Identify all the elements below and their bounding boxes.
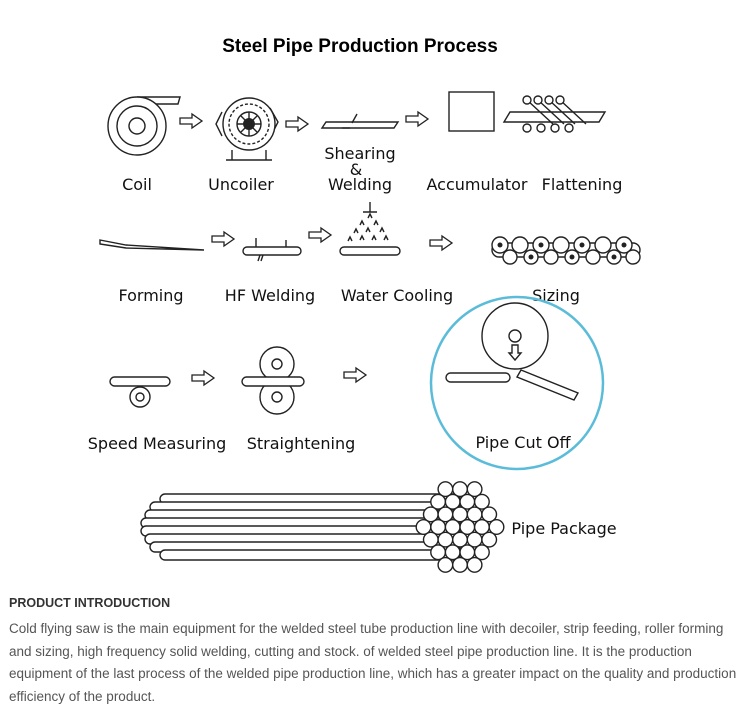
intro-body: Cold flying saw is the main equipment fo…: [9, 621, 737, 704]
shearing-welding-icon: [320, 113, 400, 129]
flow-arrow: [343, 367, 367, 383]
flow-arrow: [191, 370, 215, 386]
product-introduction: PRODUCT INTRODUCTION Cold flying saw is …: [9, 596, 744, 708]
step-label-hf-welding: HF Welding: [225, 286, 315, 305]
intro-heading: PRODUCT INTRODUCTION: [9, 596, 171, 610]
flow-arrow: [429, 235, 453, 251]
straightening-icon: [241, 346, 305, 415]
pipe-end: [473, 493, 490, 510]
forming-icon: [99, 239, 205, 251]
flow-arrow: [405, 111, 429, 127]
step-label-pipe-cut-off: Pipe Cut Off: [475, 433, 571, 452]
process-diagram: Steel Pipe Production Process Coil Uncoi…: [88, 36, 641, 573]
step-label-accumulator: Accumulator: [426, 175, 527, 194]
step-label-uncoiler: Uncoiler: [208, 175, 274, 194]
step-label-water-cooling: Water Cooling: [341, 286, 453, 305]
flattening-icon: [502, 95, 607, 133]
step-label-pipe-package: Pipe Package: [511, 519, 616, 538]
step-label-coil: Coil: [122, 175, 152, 194]
step-label-shearing: Shearing: [324, 144, 395, 163]
pipe-end: [437, 556, 454, 573]
highlight-circle: [429, 295, 605, 471]
step-label-ampersand: &: [350, 160, 362, 179]
step-label-sizing: Sizing: [532, 286, 580, 305]
sizing-icon: [491, 236, 641, 265]
hf-welding-icon: [242, 238, 302, 262]
flow-arrow: [285, 116, 309, 132]
pipe-end: [466, 556, 483, 573]
flow-arrow: [308, 227, 332, 243]
pipe-end: [466, 481, 483, 498]
pipe-end: [481, 506, 498, 523]
step-label-speed-measuring: Speed Measuring: [88, 434, 227, 453]
accumulator-icon: [448, 91, 495, 132]
coil-icon: [107, 96, 181, 156]
pipe-end: [473, 544, 490, 561]
step-label-flattening: Flattening: [542, 175, 623, 194]
water-cooling-icon: [339, 202, 401, 256]
pipe-cut-off-icon: [429, 295, 605, 471]
step-label-straightening: Straightening: [247, 434, 356, 453]
step-label-forming: Forming: [118, 286, 183, 305]
diagram-title: Steel Pipe Production Process: [222, 36, 498, 57]
step-label-welding: Welding: [328, 175, 392, 194]
pipe-end: [481, 531, 498, 548]
speed-measuring-icon: [109, 376, 171, 408]
flow-arrow: [179, 113, 203, 129]
uncoiler-icon: [215, 97, 279, 161]
pipe-package-icon: [140, 481, 505, 573]
pipe-end: [452, 556, 469, 573]
flow-arrow: [211, 231, 235, 247]
pipe-end: [488, 519, 505, 536]
